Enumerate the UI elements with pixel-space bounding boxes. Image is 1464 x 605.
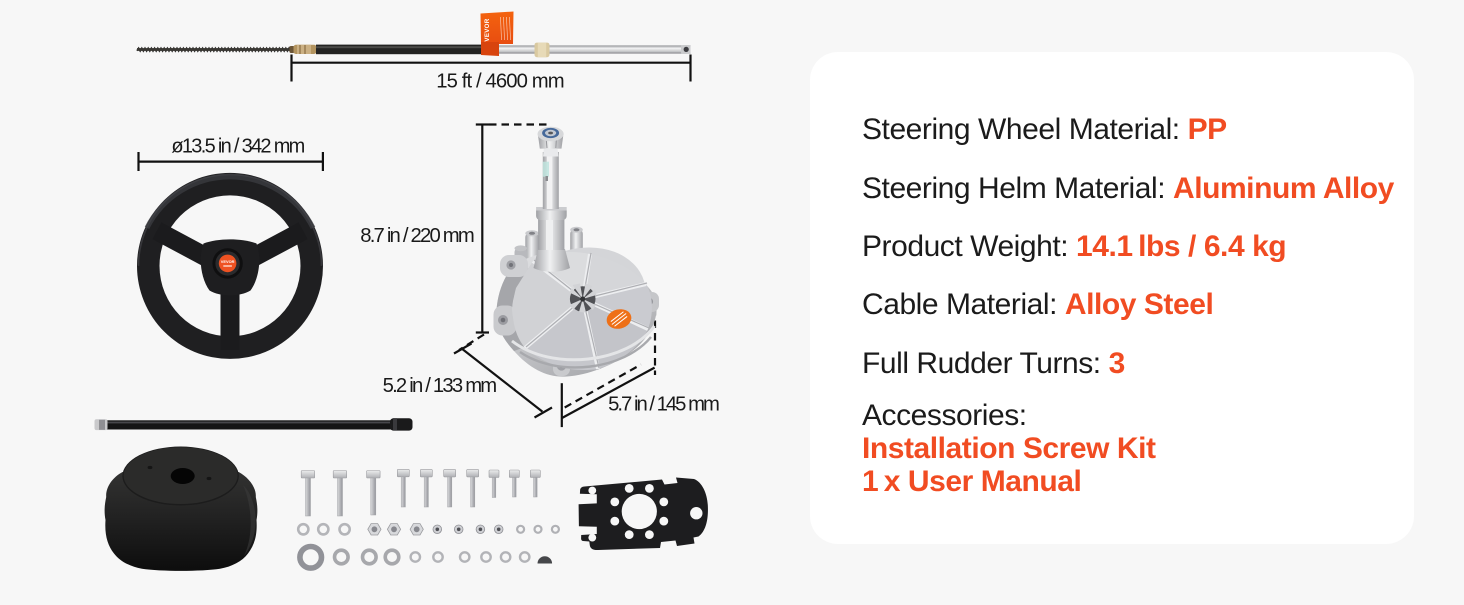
svg-text:5.7 in / 145 mm: 5.7 in / 145 mm [608, 394, 719, 416]
svg-text:VEVOR: VEVOR [484, 18, 491, 41]
svg-text:ø13.5 in / 342 mm: ø13.5 in / 342 mm [171, 136, 304, 158]
svg-text:5.2 in / 133 mm: 5.2 in / 133 mm [383, 375, 497, 397]
svg-text:8.7 in / 220 mm: 8.7 in / 220 mm [360, 225, 474, 247]
svg-text:VEVOR: VEVOR [221, 259, 235, 264]
svg-text:15 ft / 4600 mm: 15 ft / 4600 mm [436, 71, 563, 93]
